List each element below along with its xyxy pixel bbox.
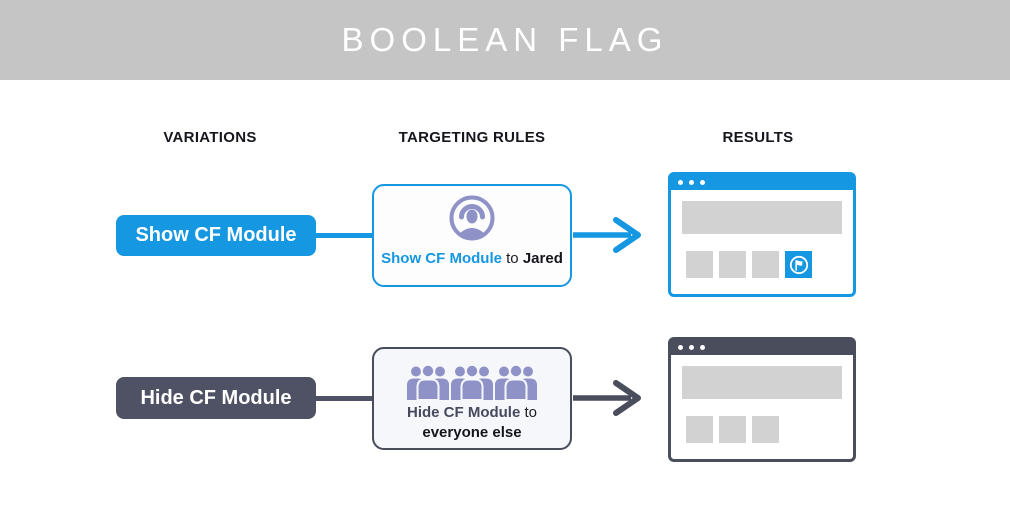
- arrow-right-icon: [573, 215, 651, 255]
- window-control-dot: [700, 179, 705, 185]
- rule-flag-name: Show CF Module: [381, 250, 502, 267]
- connector-line-show: [316, 233, 372, 238]
- rule-preposition: to: [506, 250, 519, 267]
- rule-audience: everyone else: [422, 424, 522, 441]
- header-bar: BOOLEAN FLAG: [0, 0, 1010, 80]
- window-control-dot: [689, 179, 694, 185]
- window-control-dot: [700, 344, 705, 350]
- variation-pill-hide-cf-module: Hide CF Module: [116, 377, 316, 419]
- result-browser-window-hide: [668, 337, 856, 462]
- content-placeholder-tile: [752, 251, 779, 278]
- content-placeholder-tile: [686, 251, 713, 278]
- flag-icon: [788, 254, 810, 276]
- content-placeholder-tile: [752, 416, 779, 443]
- variation-pill-show-cf-module: Show CF Module: [116, 215, 316, 256]
- window-control-dot: [689, 344, 694, 350]
- window-titlebar: [670, 174, 854, 190]
- connector-line-hide: [316, 396, 372, 401]
- column-label-targeting-rules: TARGETING RULES: [398, 129, 546, 146]
- single-user-icon: [447, 193, 497, 243]
- content-placeholder-banner: [682, 201, 842, 234]
- rule-flag-name: Hide CF Module: [406, 404, 521, 421]
- result-browser-window-show: [668, 172, 856, 297]
- user-group-icon: [406, 363, 538, 401]
- rule-audience: Jared: [522, 250, 563, 267]
- column-label-variations: VARIATIONS: [163, 129, 257, 146]
- content-placeholder-banner: [682, 366, 842, 399]
- targeting-rule-card-hide: Hide CF Module to everyone else: [372, 347, 572, 450]
- cf-module-tile: [785, 251, 812, 278]
- targeting-rule-text-hide: Hide CF Module to everyone else: [407, 403, 537, 443]
- targeting-rule-text-show: Show CF Module to Jared: [381, 249, 563, 269]
- window-control-dot: [678, 344, 683, 350]
- content-placeholder-tile: [719, 251, 746, 278]
- arrow-right-icon: [573, 378, 651, 418]
- page-title: BOOLEAN FLAG: [341, 21, 669, 58]
- content-placeholder-tile: [719, 416, 746, 443]
- window-control-dot: [678, 179, 683, 185]
- window-titlebar: [670, 339, 854, 355]
- column-label-results: RESULTS: [722, 129, 794, 146]
- rule-preposition: to: [524, 404, 537, 421]
- targeting-rule-card-show: Show CF Module to Jared: [372, 184, 572, 287]
- content-placeholder-tile: [686, 416, 713, 443]
